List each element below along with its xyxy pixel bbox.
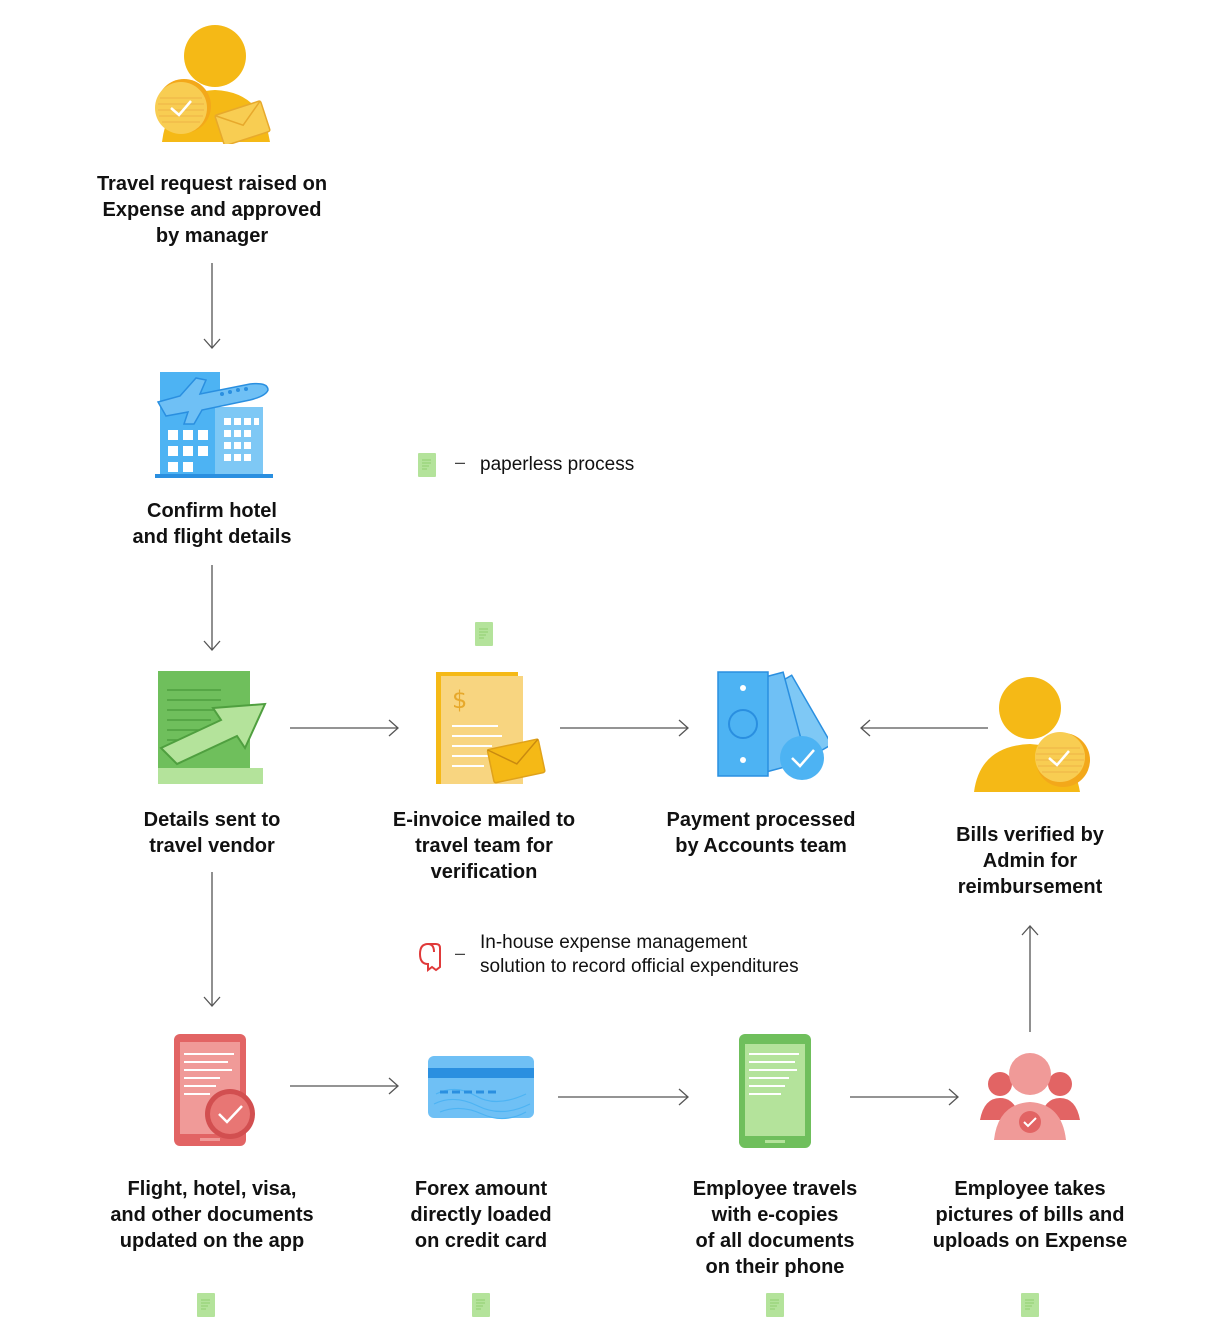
expense-receipt-icon	[418, 943, 441, 972]
credit-card-icon	[428, 1056, 534, 1120]
step-label-line: and other documents	[110, 1204, 314, 1226]
phone-ecopies-icon	[739, 1034, 811, 1148]
step-label-line: Expense and approved	[102, 199, 322, 221]
employee-group-icon	[980, 1053, 1080, 1140]
step-label-line: Employee travels	[692, 1178, 858, 1200]
step-label-line: of all documents	[695, 1230, 855, 1252]
step-label-line: verification	[430, 861, 538, 883]
step-payment: Payment processed by Accounts team	[621, 807, 901, 859]
legend-paperless-text: paperless process	[480, 454, 635, 475]
step-label-line: travel vendor	[149, 835, 275, 857]
legend-paperless: paperless process	[480, 453, 634, 477]
invoice-mail-icon: $	[436, 672, 546, 784]
step-employee-pictures: Employee takes pictures of bills and upl…	[900, 1176, 1160, 1254]
phone-documents-icon	[174, 1034, 255, 1146]
step-employee-travels: Employee travels with e-copies of all do…	[644, 1176, 906, 1280]
step-label-line: Confirm hotel	[147, 500, 277, 522]
legend-inhouse-line: solution to record official expenditures	[480, 956, 799, 977]
step-label-line: Details sent to	[143, 809, 281, 831]
step-label-line: and flight details	[132, 526, 292, 548]
step-label-line: Flight, hotel, visa,	[127, 1178, 297, 1200]
step-label-line: updated on the app	[119, 1230, 305, 1252]
step-label-line: Admin for	[982, 850, 1078, 872]
step-documents-updated: Flight, hotel, visa, and other documents…	[62, 1176, 362, 1254]
step-label-line: uploads on Expense	[932, 1230, 1128, 1252]
step-einvoice: E-invoice mailed to travel team for veri…	[344, 807, 624, 885]
step-label-line: Bills verified by	[956, 824, 1104, 846]
hotel-flight-icon	[155, 372, 273, 478]
step-label-line: directly loaded	[410, 1204, 552, 1226]
manager-approval-icon	[155, 25, 271, 144]
paperless-doc-icon	[418, 453, 436, 477]
step-bills-verified: Bills verified by Admin for reimbursemen…	[900, 822, 1160, 900]
step-travel-request: Travel request raised on Expense and app…	[62, 171, 362, 249]
step-label-line: reimbursement	[957, 876, 1103, 898]
paperless-doc-icon	[766, 1293, 784, 1317]
step-label-line: travel team for	[415, 835, 553, 857]
step-label-line: by manager	[155, 225, 269, 247]
paperless-doc-icon	[472, 1293, 490, 1317]
document-sent-icon	[158, 671, 267, 784]
paperless-doc-icon	[1021, 1293, 1039, 1317]
legend-dash: –	[455, 452, 466, 472]
step-forex: Forex amount directly loaded on credit c…	[350, 1176, 612, 1254]
svg-text:$: $	[452, 686, 467, 714]
step-label-line: on credit card	[414, 1230, 548, 1252]
legend-inhouse: In-house expense management solution to …	[480, 931, 799, 979]
paperless-doc-icon	[197, 1293, 215, 1317]
step-label-line: with e-copies	[711, 1204, 839, 1226]
step-label-line: pictures of bills and	[935, 1204, 1125, 1226]
step-label-line: by Accounts team	[675, 835, 847, 857]
legend-inhouse-line: In-house expense management	[480, 932, 748, 953]
step-label-line: E-invoice mailed to	[392, 809, 576, 831]
payment-cash-icon	[717, 671, 828, 780]
paperless-doc-icon	[475, 622, 493, 646]
step-label-line: on their phone	[705, 1256, 845, 1278]
step-label-line: Forex amount	[414, 1178, 548, 1200]
legend-dash: –	[455, 943, 466, 963]
admin-verify-icon	[974, 677, 1090, 792]
step-label-line: Payment processed	[666, 809, 856, 831]
step-label-line: Employee takes	[954, 1178, 1106, 1200]
step-label-line: Travel request raised on	[96, 173, 328, 195]
step-confirm-hotel: Confirm hotel and flight details	[62, 498, 362, 550]
step-details-sent: Details sent to travel vendor	[62, 807, 362, 859]
